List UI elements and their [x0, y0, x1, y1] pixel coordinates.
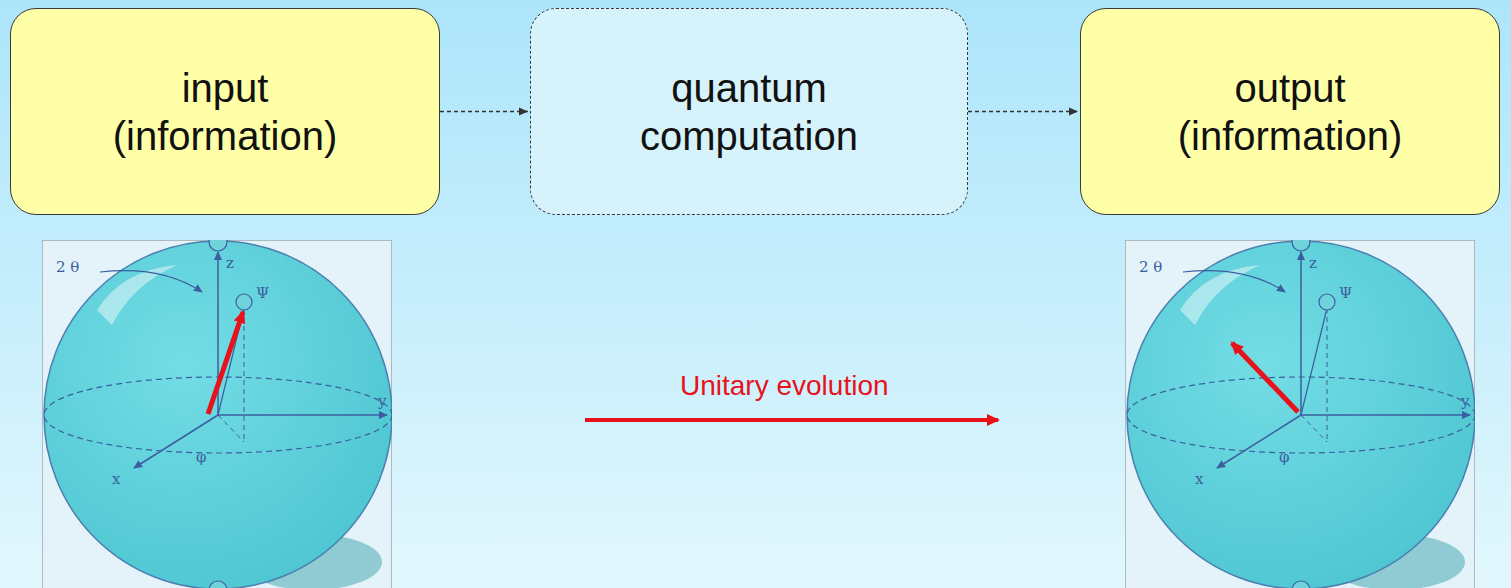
axis-label: z	[1309, 254, 1317, 272]
process-box: quantum computation	[530, 8, 968, 215]
angle-label: φ	[196, 448, 207, 466]
dashed-arrow	[440, 111, 528, 113]
box-text: quantum computation	[599, 64, 899, 160]
output-box: output (information)	[1080, 8, 1500, 215]
state-label: Ψ	[1339, 284, 1352, 302]
box-text: input (information)	[75, 64, 375, 160]
dashed-arrow	[968, 111, 1078, 113]
box-text: output (information)	[1140, 64, 1440, 160]
angle-label: φ	[1279, 448, 1290, 466]
axis-label: z	[226, 254, 234, 272]
angle-label: 2 θ	[56, 258, 79, 276]
state-label: Ψ	[256, 284, 269, 302]
axis-label: x	[112, 470, 120, 488]
arrow-label: Unitary evolution	[680, 370, 889, 402]
axis-label: y	[378, 392, 386, 410]
axis-label: y	[1461, 392, 1469, 410]
angle-label: 2 θ	[1139, 258, 1162, 276]
axis-label: x	[1195, 470, 1203, 488]
input-box: input (information)	[10, 8, 440, 215]
